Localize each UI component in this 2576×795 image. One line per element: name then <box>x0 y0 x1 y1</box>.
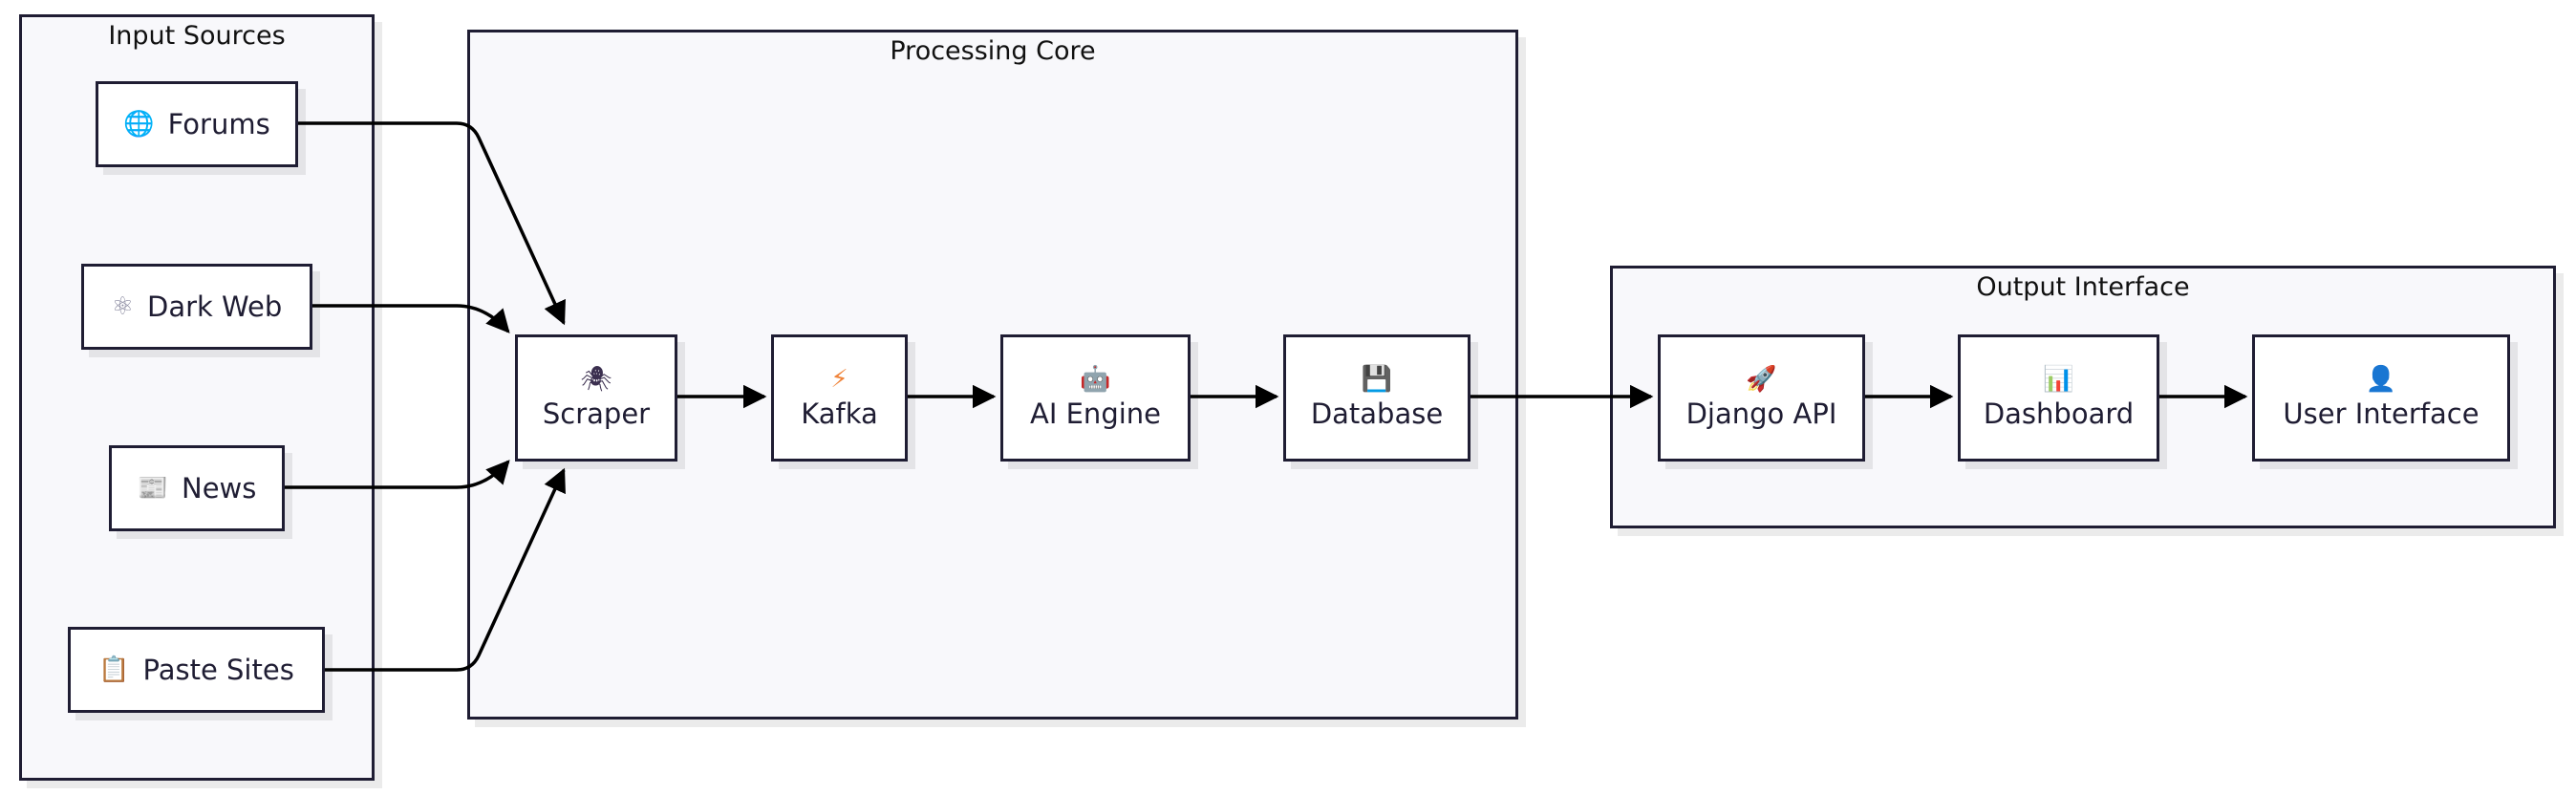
node-ai-engine-label: AI Engine <box>1030 397 1161 430</box>
node-news[interactable]: 📰 News <box>109 445 285 531</box>
processing-core-title: Processing Core <box>890 36 1096 66</box>
node-database[interactable]: 💾 Database <box>1283 334 1470 462</box>
node-kafka-label: Kafka <box>801 397 878 430</box>
node-django-api[interactable]: 🚀 Django API <box>1658 334 1865 462</box>
globe-icon: 🌐 <box>123 110 155 139</box>
node-user-interface[interactable]: 👤 User Interface <box>2252 334 2510 462</box>
node-news-label: News <box>182 472 257 505</box>
robot-icon: 🤖 <box>1080 364 1111 394</box>
node-django-api-label: Django API <box>1685 397 1837 430</box>
edge-forums-scraper <box>298 121 566 326</box>
node-kafka[interactable]: ⚡ Kafka <box>771 334 908 462</box>
input-sources-title: Input Sources <box>108 21 286 51</box>
clipboard-icon: 📋 <box>98 655 130 684</box>
node-scraper[interactable]: 🕷 Scraper <box>515 334 677 462</box>
output-interface-title: Output Interface <box>1976 272 2190 302</box>
node-user-interface-label: User Interface <box>2283 397 2479 430</box>
node-forums[interactable]: 🌐 Forums <box>96 81 298 167</box>
node-paste-sites[interactable]: 📋 Paste Sites <box>68 627 325 713</box>
lightning-icon: ⚡ <box>830 364 848 394</box>
bar-chart-icon: 📊 <box>2043 364 2074 394</box>
node-dashboard[interactable]: 📊 Dashboard <box>1958 334 2159 462</box>
rocket-icon: 🚀 <box>1746 364 1777 394</box>
spider-icon: 🕷 <box>580 364 612 394</box>
node-paste-sites-label: Paste Sites <box>142 654 294 686</box>
node-scraper-label: Scraper <box>542 397 651 430</box>
floppy-disk-icon: 💾 <box>1361 364 1393 394</box>
node-ai-engine[interactable]: 🤖 AI Engine <box>1000 334 1191 462</box>
node-database-label: Database <box>1310 397 1444 430</box>
user-icon: 👤 <box>2365 364 2397 394</box>
node-dashboard-label: Dashboard <box>1983 397 2135 430</box>
node-dark-web-label: Dark Web <box>147 290 283 323</box>
node-forums-label: Forums <box>167 108 270 140</box>
edge-darkweb-scraper <box>312 304 510 333</box>
edge-news-scraper <box>285 460 510 489</box>
node-dark-web[interactable]: ⚛ Dark Web <box>81 264 312 350</box>
newspaper-icon: 📰 <box>137 474 168 503</box>
atom-icon: ⚛ <box>111 292 135 321</box>
edge-paste-scraper <box>325 467 566 672</box>
